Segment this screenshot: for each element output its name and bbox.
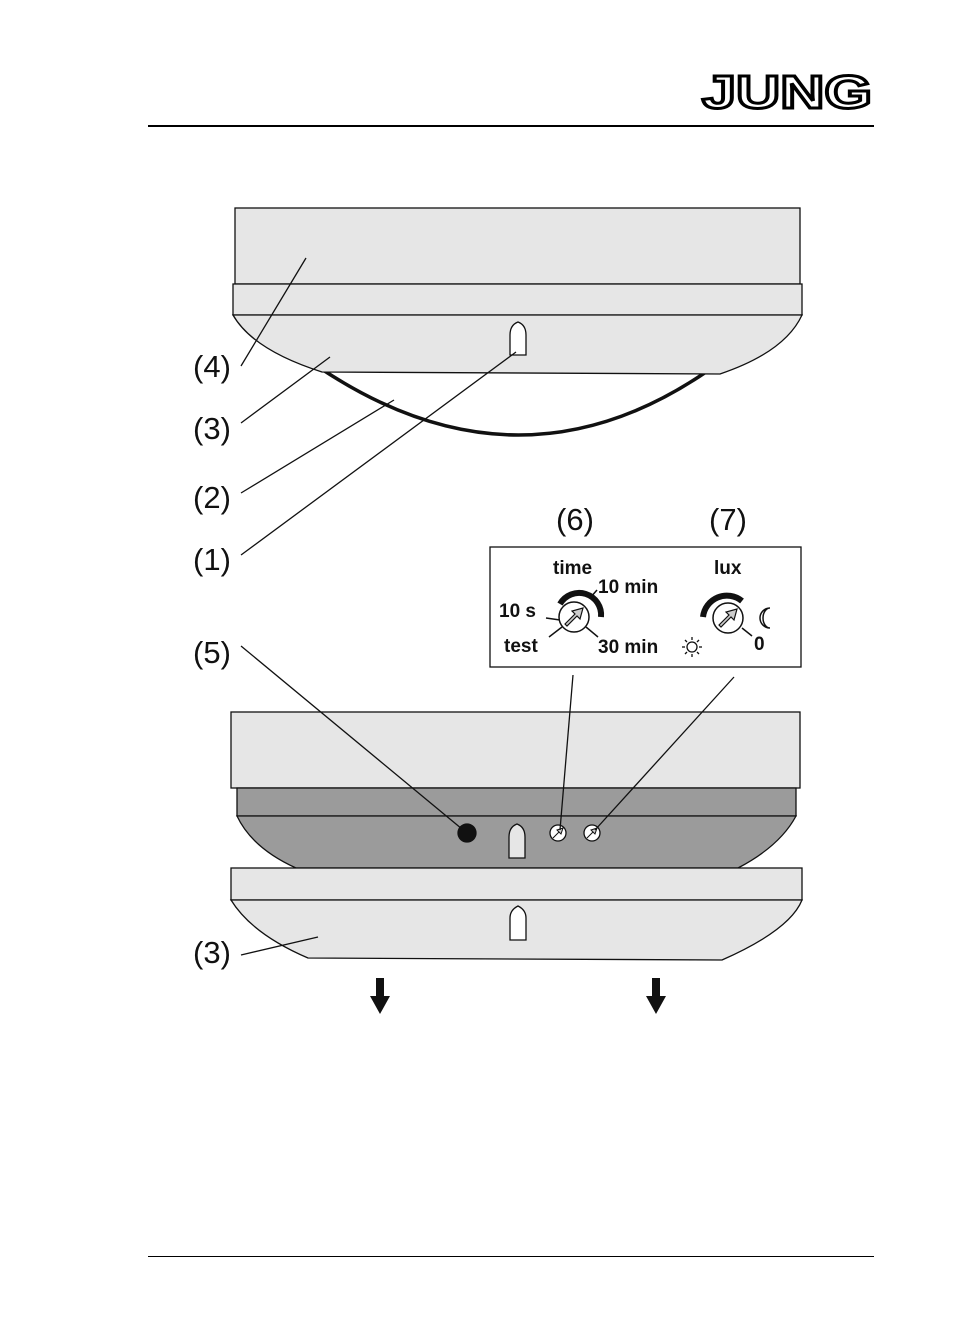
- settings-panel: time 10 s test 10 min 30 min lux 0: [489, 546, 802, 668]
- exploded-device: [229, 711, 803, 961]
- leader-5: [240, 645, 463, 830]
- callout-4: (4): [193, 349, 231, 384]
- callout-2: (2): [193, 480, 231, 515]
- arrow-down-icon: [646, 978, 666, 1014]
- callout-1: (1): [193, 542, 231, 577]
- leader-4: [240, 257, 307, 367]
- leader-6: [559, 674, 574, 831]
- leader-lines: [240, 257, 735, 956]
- lux-knob-arrow-icon: [718, 608, 738, 628]
- settings-box: [489, 546, 802, 668]
- time-knob-arrow-icon: [564, 607, 584, 627]
- time-dial: time 10 s test 10 min 30 min: [499, 558, 658, 658]
- sensor-insert-top: [236, 787, 797, 817]
- mounting-base: [234, 207, 801, 285]
- led-indicator: [509, 321, 527, 356]
- callout-3-top: (3): [193, 411, 231, 446]
- time-potentiometer: [549, 824, 567, 842]
- exploded-cover-top: [230, 867, 803, 901]
- lux-scale-arc: [700, 592, 744, 618]
- time-label-10min: 10 min: [598, 577, 658, 598]
- cover-led-window: [509, 905, 527, 941]
- time-scale-arc: [557, 589, 605, 618]
- moon-icon: [759, 607, 771, 629]
- leader-3-bottom: [240, 936, 319, 956]
- footer-rule: [148, 1256, 874, 1257]
- time-tick-10min: [589, 589, 598, 599]
- callout-6: (6): [556, 502, 594, 537]
- arrow-down-icon: [370, 978, 390, 1014]
- callout-5: (5): [193, 635, 231, 670]
- leader-1: [240, 351, 517, 556]
- callout-3-bottom: (3): [193, 935, 231, 970]
- callout-7: (7): [709, 502, 747, 537]
- logo-text: JUNG: [702, 70, 872, 114]
- sun-icon: [682, 637, 702, 657]
- lux-label-zero: 0: [754, 634, 765, 655]
- jung-logo: JUNG: [701, 70, 874, 114]
- time-tick-10s: [545, 617, 561, 621]
- lux-dial-title: lux: [714, 558, 742, 579]
- time-tick-30min: [585, 626, 599, 638]
- callout-labels: (4) (3) (2) (1) (5) (6) (7) (3): [193, 349, 747, 970]
- leader-2: [240, 399, 395, 494]
- time-tick-test: [548, 626, 563, 638]
- cover-ring-top: [232, 283, 803, 316]
- leader-7: [594, 676, 735, 831]
- time-label-30min: 30 min: [598, 637, 658, 658]
- time-label-test: test: [504, 636, 538, 657]
- programming-button: [457, 823, 477, 843]
- header-rule: [148, 125, 874, 127]
- leader-3-top: [240, 356, 331, 424]
- removal-arrows: [370, 978, 666, 1014]
- lux-tick-zero: [741, 627, 753, 637]
- time-dial-title: time: [553, 558, 592, 579]
- lens-dome: [319, 366, 707, 437]
- assembled-device: [231, 207, 804, 437]
- exploded-base: [230, 711, 801, 789]
- time-label-10s: 10 s: [499, 601, 536, 622]
- insert-led: [508, 823, 526, 859]
- lux-dial: lux 0: [682, 558, 771, 657]
